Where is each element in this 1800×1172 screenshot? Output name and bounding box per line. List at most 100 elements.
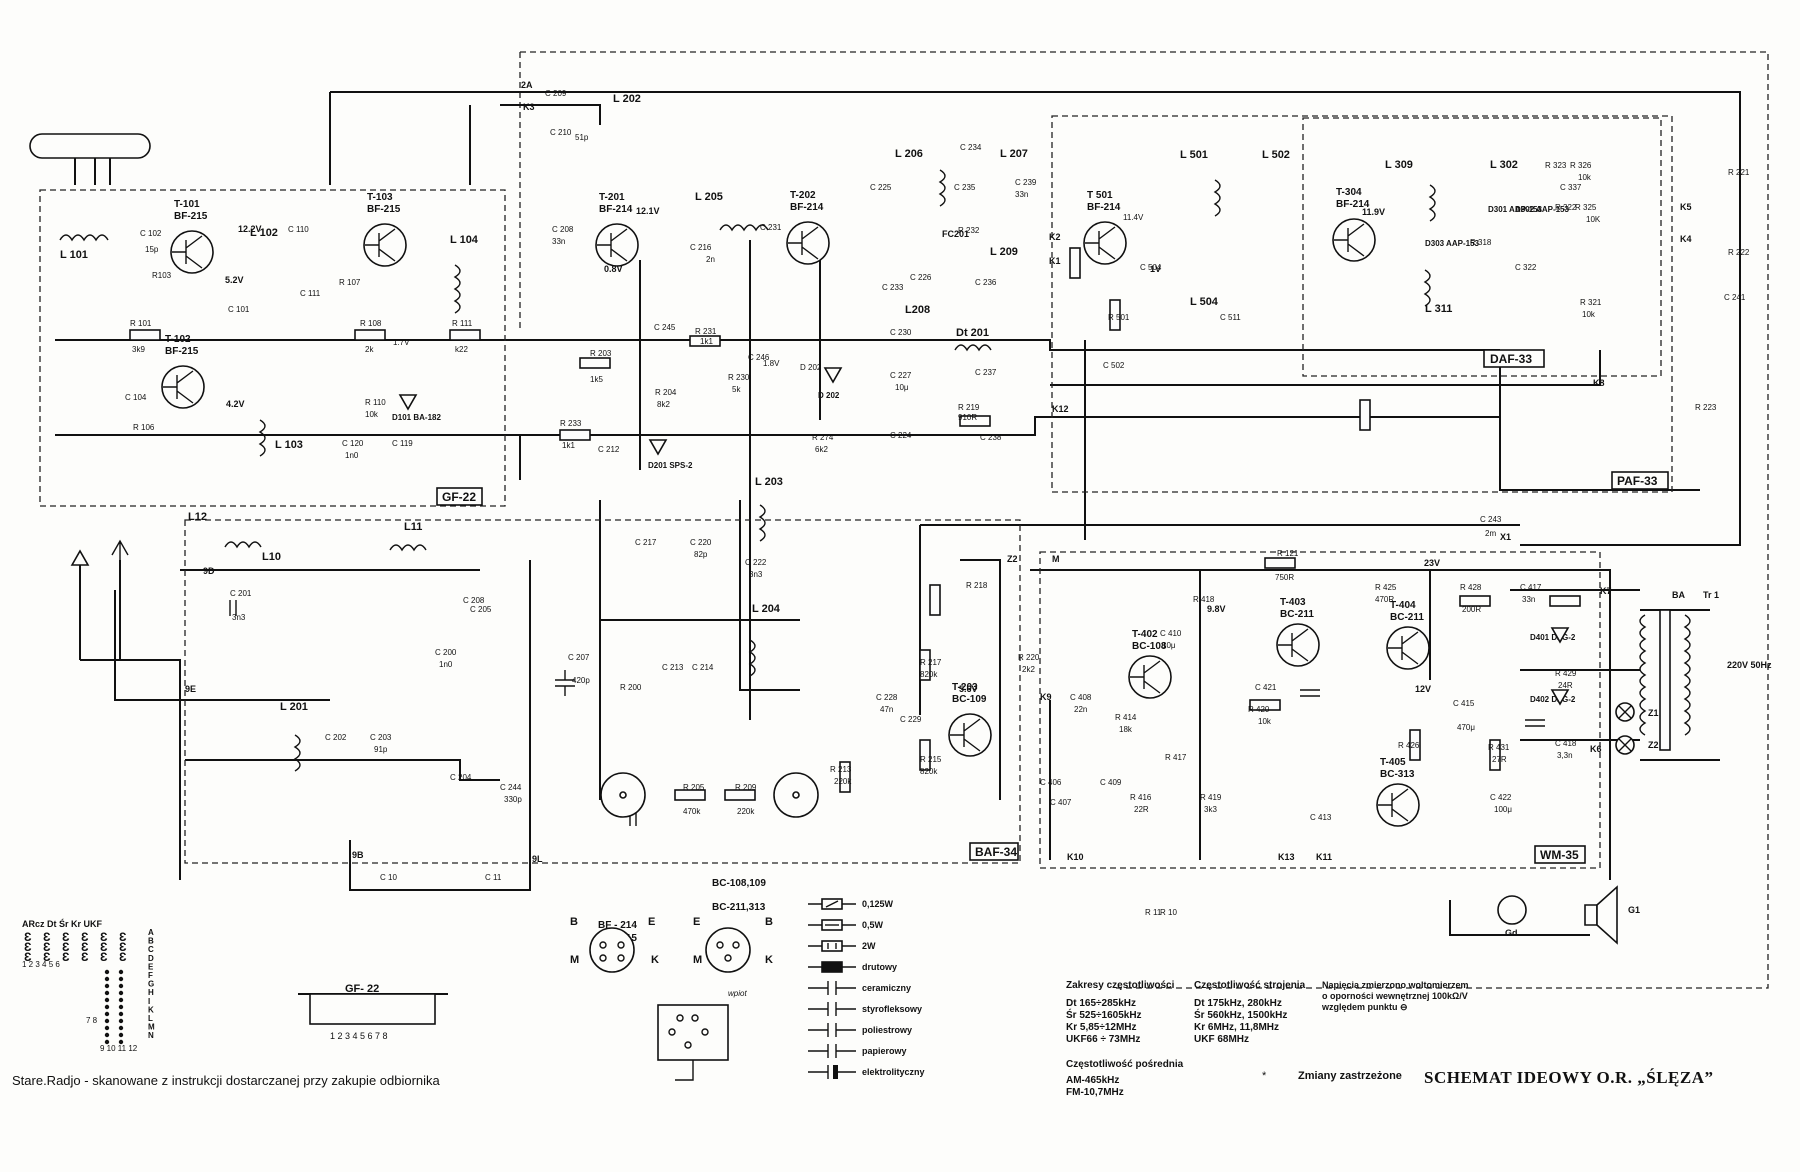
diode-label: D303 AAP-153 — [1425, 239, 1480, 248]
switch-bank-letter: I — [148, 997, 150, 1006]
misc-label: Tr 1 — [1703, 590, 1719, 600]
component-value: 1k5 — [590, 375, 603, 384]
note-asterisk: * — [1262, 1070, 1267, 1082]
component-value: R 231 — [695, 327, 717, 336]
switch-contact: Ɛ — [100, 950, 108, 964]
component-value: 3,3n — [1557, 751, 1573, 760]
transistor-type: BC-109 — [952, 694, 987, 705]
component-value: C 225 — [870, 183, 892, 192]
component-value: C 201 — [230, 589, 252, 598]
coil-label: L 101 — [60, 249, 88, 261]
coil-label: L 502 — [1262, 149, 1290, 161]
component-value: 10k — [1578, 173, 1592, 182]
component-legend: 0,125W0,5W2Wdrutowyceramicznystyroflekso… — [808, 898, 925, 1079]
component-value: C 207 — [568, 653, 590, 662]
component-value: C 238 — [980, 433, 1002, 442]
diode-label: D101 BA-182 — [392, 413, 441, 422]
coil-label: L12 — [188, 511, 207, 523]
switch-contact: Ɛ — [24, 950, 32, 964]
switch-contact: Ɛ — [24, 940, 32, 954]
transistor-ref: T-102 — [165, 334, 191, 345]
connector-label: K6 — [1590, 744, 1602, 754]
component-value: C 227 — [890, 371, 912, 380]
connector-label: K3 — [523, 102, 535, 112]
transistor-ref: T 501 — [1087, 190, 1113, 201]
component-value: 10μ — [1162, 641, 1176, 650]
component-value: C 214 — [692, 663, 714, 672]
component-value: R 213 — [830, 765, 852, 774]
pinout-bc-pin-e: E — [693, 916, 700, 928]
component-value: 10K — [1586, 215, 1601, 224]
component-value: 1.7V — [393, 338, 410, 347]
coil-label: L 501 — [1180, 149, 1208, 161]
component-value: C 408 — [1070, 693, 1092, 702]
coil-label: L 201 — [280, 701, 308, 713]
if-line: AM-465kHz — [1066, 1075, 1120, 1086]
component-value: R 501 — [1108, 313, 1130, 322]
switch-dot — [118, 1004, 124, 1010]
legend-label: 0,5W — [862, 920, 884, 930]
component-value: C 120 — [342, 439, 364, 448]
component-value: R 203 — [590, 349, 612, 358]
component-value: 820k — [920, 670, 938, 679]
if-title: Częstotliwość pośrednia — [1066, 1059, 1184, 1070]
component-value: 1k1 — [700, 337, 713, 346]
transistor-type: BF-214 — [599, 204, 633, 215]
block-paf33 — [1051, 115, 1673, 493]
component-value: R 10 — [1160, 908, 1177, 917]
misc-label: BA — [1672, 590, 1685, 600]
switch-dot — [104, 1039, 110, 1045]
transistor-ref: T-203 — [952, 682, 978, 693]
block-outlines — [39, 115, 1673, 869]
transistor-ref: T-304 — [1336, 187, 1362, 198]
switch-contact: Ɛ — [62, 940, 70, 954]
component-value: 910R — [958, 413, 977, 422]
component-value: C 217 — [635, 538, 657, 547]
switch-dot — [104, 1025, 110, 1031]
component-value: R 426 — [1398, 741, 1420, 750]
component-value: R 110 — [365, 398, 386, 407]
component-value: 33n — [552, 237, 565, 246]
component-value: 10k — [1258, 717, 1272, 726]
component-value: C 407 — [1050, 798, 1072, 807]
component-value: R 274 — [812, 433, 834, 442]
switch-bank-letter: H — [148, 988, 154, 997]
component-value: C 202 — [325, 733, 347, 742]
component-value: 200R — [1462, 605, 1481, 614]
frequency-ranges-title: Zakresy częstotliwości — [1066, 980, 1175, 991]
misc-label: 23V — [1424, 558, 1440, 568]
switch-dot — [118, 1039, 124, 1045]
component-value: R 318 — [1470, 238, 1492, 247]
component-value: 10k — [365, 410, 379, 419]
component-value: C 418 — [1555, 739, 1577, 748]
switch-contact: Ɛ — [43, 940, 51, 954]
connector-label: K5 — [1680, 202, 1692, 212]
component-value: R 416 — [1130, 793, 1152, 802]
switch-bank-numbers-top: 1 2 3 4 5 6 — [22, 960, 60, 969]
switch-dot — [118, 1032, 124, 1038]
component-value: R 431 — [1488, 743, 1510, 752]
transistor-ref: T-403 — [1280, 597, 1306, 608]
frequency-range-line: Dt 165÷285kHz — [1066, 998, 1136, 1009]
switch-contact: Ɛ — [100, 940, 108, 954]
component-value: R 219 — [958, 403, 980, 412]
component-value: C 229 — [900, 715, 922, 724]
connector-label: K7 — [1600, 586, 1612, 596]
gf22-connector-pins: 1 2 3 4 5 6 7 8 — [330, 1031, 388, 1041]
connector-label: K4 — [1680, 234, 1692, 244]
misc-label: FC201 — [942, 229, 969, 239]
component-value: C 216 — [690, 243, 712, 252]
component-value: C 417 — [1520, 583, 1542, 592]
switch-dot — [118, 976, 124, 982]
voltage-note-line: względem punktu ⊖ — [1322, 1002, 1408, 1012]
component-value: 470k — [683, 807, 701, 816]
component-value: R 204 — [655, 388, 677, 397]
component-value: R 106 — [133, 423, 155, 432]
switch-contact: Ɛ — [81, 940, 89, 954]
transistor-group: T-101BF-215T-103BF-215T-102BF-215T-201BF… — [161, 187, 1430, 827]
switch-bank-letter: E — [148, 962, 154, 971]
component-value: 1n0 — [345, 451, 359, 460]
component-value: C 502 — [1103, 361, 1125, 370]
plug-label: wpiot — [728, 989, 747, 998]
